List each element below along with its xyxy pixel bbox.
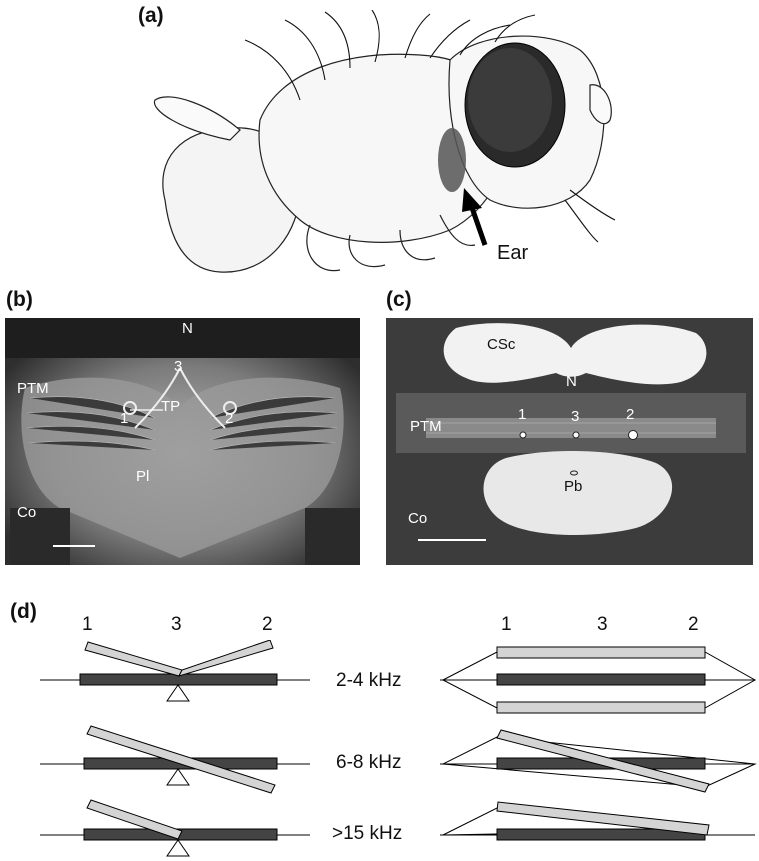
label-c-ptm: PTM xyxy=(410,418,442,435)
d-left-num-2: 2 xyxy=(262,614,273,636)
dark-bar-right-1 xyxy=(497,674,705,685)
point-3-c xyxy=(573,432,579,438)
label-b-n: N xyxy=(182,320,193,337)
fly-ear-spot xyxy=(438,128,466,192)
micrograph-c: CSc N PTM 1 3 2 Pb Co xyxy=(386,318,753,565)
micrograph-b: N 3 PTM TP 1 2 Pl Co xyxy=(5,318,360,565)
d-right-num-2: 2 xyxy=(688,614,699,636)
label-c-n: N xyxy=(566,373,577,390)
pivot-left-1 xyxy=(167,685,189,701)
panel-d-letter: (d) xyxy=(10,600,37,624)
light-bar-left-1b xyxy=(179,640,273,676)
d-left-num-1: 1 xyxy=(82,614,93,636)
panel-c-letter: (c) xyxy=(386,288,412,312)
fly-illustration xyxy=(150,10,620,285)
vibration-diagram xyxy=(0,640,759,861)
label-c-pb: Pb xyxy=(564,478,582,495)
label-c-1: 1 xyxy=(518,406,526,423)
label-c-co: Co xyxy=(408,510,427,527)
label-b-co: Co xyxy=(17,504,36,521)
point-1-c xyxy=(520,432,526,438)
d-left-num-3: 3 xyxy=(171,614,182,636)
label-b-2: 2 xyxy=(225,410,233,427)
label-c-3: 3 xyxy=(571,408,579,425)
panel-b-letter: (b) xyxy=(6,288,33,312)
micrograph-c-image xyxy=(386,318,753,565)
d-right-num-3: 3 xyxy=(597,614,608,636)
d-right-num-1: 1 xyxy=(501,614,512,636)
pivot-left-2 xyxy=(167,769,189,785)
micrograph-b-image xyxy=(5,318,360,565)
ear-label: Ear xyxy=(497,242,528,265)
light-bar-left-1a xyxy=(85,642,182,676)
fly-wing xyxy=(154,97,240,140)
tp-pointer-line xyxy=(130,406,165,414)
pivot-left-3 xyxy=(167,840,189,856)
label-b-pl: Pl xyxy=(136,468,149,485)
light-bar-right-1b xyxy=(497,702,705,713)
label-c-csc: CSc xyxy=(487,336,515,353)
label-b-1: 1 xyxy=(120,410,128,427)
label-c-2: 2 xyxy=(626,406,634,423)
label-b-ptm: PTM xyxy=(17,380,49,397)
label-b-3: 3 xyxy=(174,358,182,375)
light-bar-right-1a xyxy=(497,647,705,658)
point-2-c xyxy=(629,431,638,440)
